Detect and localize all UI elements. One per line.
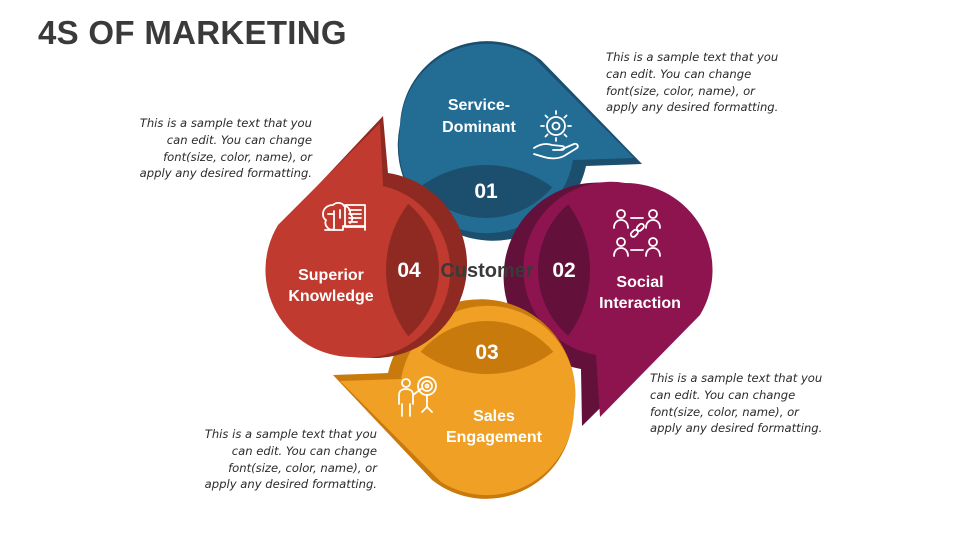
petal-01: 01 Service- Dominant xyxy=(397,41,642,241)
brain-book-icon xyxy=(322,201,366,231)
center-label: Customer xyxy=(440,260,534,282)
item-03-description: This is a sample text that you can edit.… xyxy=(204,427,377,492)
petal-01-label-line1: Service- xyxy=(448,97,510,114)
item-02-description: This is a sample text that you can edit.… xyxy=(650,371,823,436)
item-01-description: This is a sample text that you can edit.… xyxy=(606,50,779,115)
petal-04-label-line2: Knowledge xyxy=(288,288,373,305)
petal-04: 04 Superior Knowledge xyxy=(265,116,468,359)
petal-04-label-line1: Superior xyxy=(298,267,364,284)
item-04-description: This is a sample text that you can edit.… xyxy=(139,116,312,181)
petal-01-number: 01 xyxy=(474,180,498,203)
petal-02: 02 Social Interaction xyxy=(503,181,713,426)
petal-03-label-line1: Sales xyxy=(473,408,515,425)
people-link-icon xyxy=(613,209,661,257)
petal-04-number: 04 xyxy=(397,259,421,282)
petal-03-number: 03 xyxy=(475,341,498,364)
petal-02-label-line2: Interaction xyxy=(599,295,681,312)
gear-hand-icon xyxy=(533,110,579,160)
petal-03: 03 Sales Engagement xyxy=(333,299,576,499)
petal-02-label-line1: Social xyxy=(616,274,663,291)
page-title: 4S OF MARKETING xyxy=(38,14,347,51)
petal-02-number: 02 xyxy=(552,259,575,282)
petal-03-label-line2: Engagement xyxy=(446,429,543,446)
target-person-icon xyxy=(398,376,437,417)
petal-01-label-line2: Dominant xyxy=(442,119,516,136)
